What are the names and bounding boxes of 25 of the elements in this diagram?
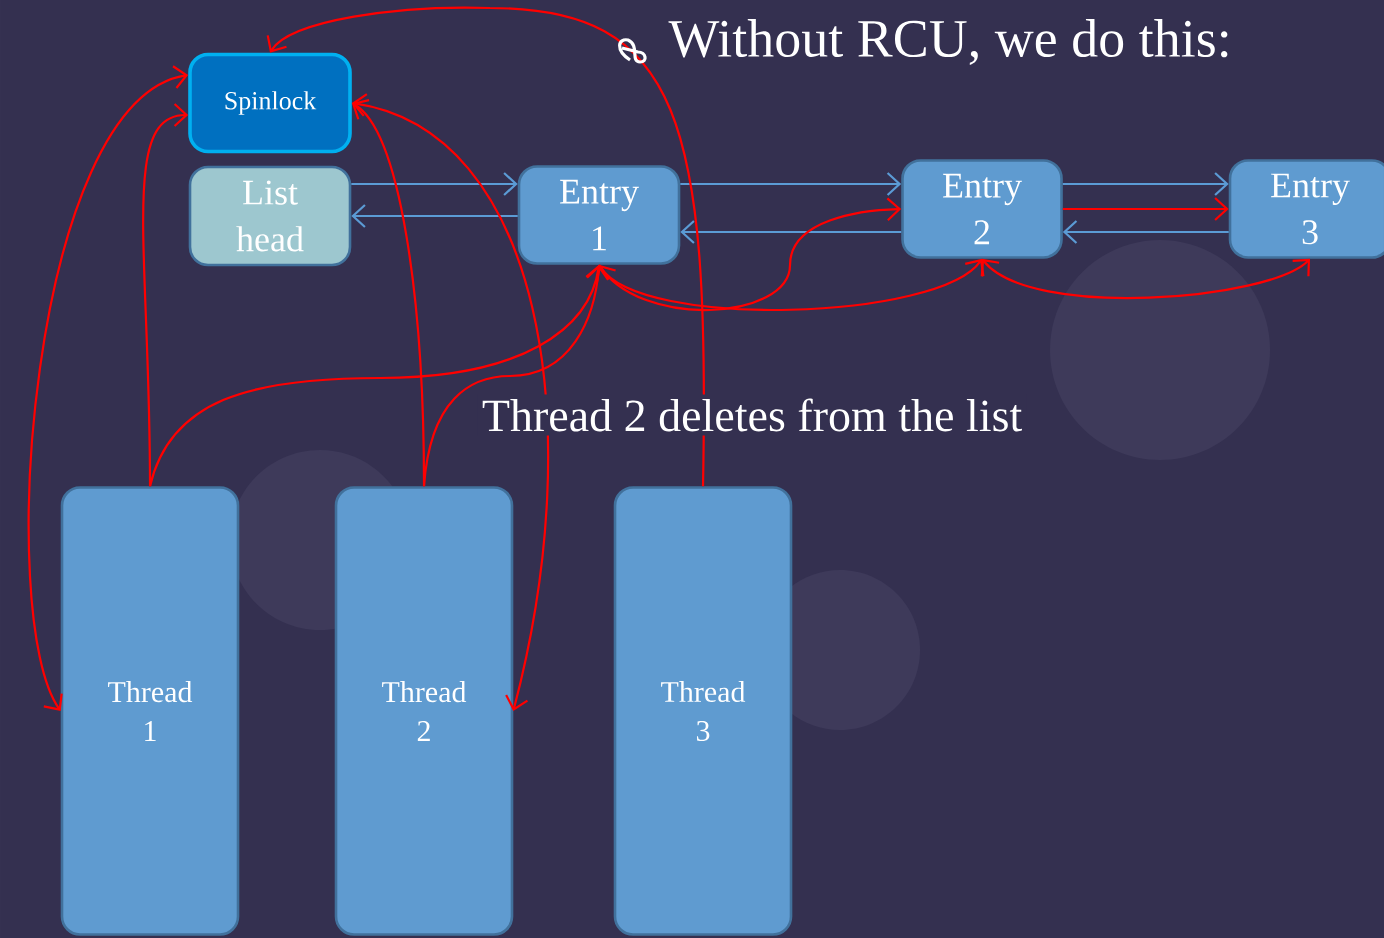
- arrow: [351, 172, 518, 196]
- lock-box: Spinlock: [188, 52, 352, 154]
- arrow: [680, 220, 902, 244]
- arrow: [266, 6, 705, 487]
- slide-title: Without RCU, we do this:: [668, 19, 1228, 65]
- arrow: [142, 103, 189, 487]
- entry-box: Entry 3: [1228, 159, 1384, 259]
- arrow: [351, 93, 549, 711]
- arrow: [595, 258, 985, 311]
- arrow: [422, 264, 610, 487]
- arrow: [980, 258, 1310, 299]
- arrow: [1062, 197, 1229, 221]
- entry-box: Entry 1: [517, 165, 681, 265]
- thread-box: Thread 1: [60, 486, 240, 936]
- entry-box: Entry 2: [901, 159, 1063, 259]
- caption-text: Thread 2 deletes from the list: [482, 398, 1022, 432]
- arrow: [27, 65, 189, 711]
- arrow: [1062, 220, 1229, 244]
- thread-box: Thread 3: [613, 486, 793, 936]
- arrow: [598, 197, 902, 312]
- arrow: [680, 172, 902, 196]
- list-head-box: List head: [188, 165, 352, 267]
- arrow: [1062, 172, 1229, 196]
- arrow: [351, 204, 518, 228]
- thread-box: Thread 2: [334, 486, 514, 936]
